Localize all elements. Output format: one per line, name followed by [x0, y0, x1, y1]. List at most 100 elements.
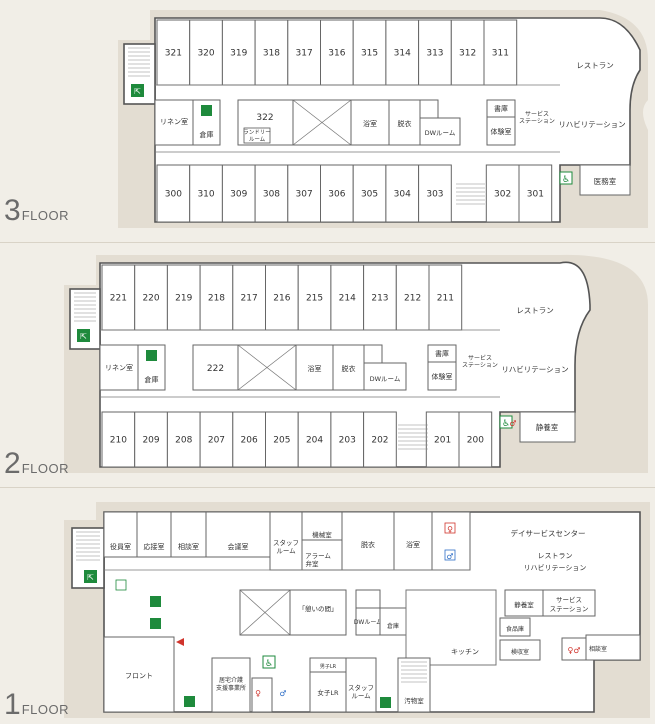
floor-2-room-218-box [199, 264, 234, 331]
floor-3-label: 3FLOOR [4, 194, 69, 227]
floor-2-label: 2FLOOR [4, 447, 69, 480]
exit-sign-icon [131, 84, 144, 97]
floor-3-room-317: 317 [296, 49, 313, 59]
floor-3-dw-label: DWルーム [425, 129, 456, 137]
svg-text:♀: ♀ [447, 525, 453, 534]
floor-1-dirty-label: 汚物室 [404, 696, 424, 705]
floor-1-consult-label: 相談室 [178, 542, 199, 551]
floor-3-laundry-label-2: ルーム [249, 136, 266, 143]
floor-3-room-321: 321 [165, 49, 182, 59]
womens-toilet-icon [444, 522, 456, 534]
svg-text:♿: ♿ [502, 419, 510, 429]
floor-1-meeting-label: 会議室 [228, 542, 249, 551]
floor-3-room-303: 303 [426, 190, 443, 200]
floor-1-section: ⇱ 役員室 応接室 相談室 会議室 スタッフ ルーム 機械室 アラーム 弁室 脱… [0, 490, 655, 720]
floor-2-room-205-box [265, 411, 299, 468]
floor-3-room-310-box [189, 164, 223, 223]
floor-3-room-308-box [254, 164, 289, 223]
exit-sign-icon [77, 329, 90, 342]
floor-3-dressing-label: 脱衣 [398, 119, 412, 128]
floor-2-storage-label: 倉庫 [145, 375, 159, 384]
floor-2-room-207: 207 [208, 436, 225, 446]
info-icon [150, 618, 161, 629]
floor-3-service-label-2: ステーション [519, 118, 555, 125]
floor-1-dressing-label: 脱衣 [361, 540, 375, 549]
floor-1-care-label-1: 居宅介護 [219, 676, 243, 684]
svg-text:♿: ♿ [265, 659, 273, 669]
floor-2-room-219: 219 [175, 294, 192, 304]
floor-1-bath-label: 浴室 [406, 540, 420, 549]
floor-2-room-200-box [458, 411, 493, 468]
svg-text:⇱: ⇱ [134, 87, 141, 96]
floor-1-service-label-2: ステーション [550, 605, 589, 613]
floor-3-room-314: 314 [394, 49, 411, 59]
floor-2-room-220: 220 [142, 294, 159, 304]
floor-1-officers-label: 役員室 [110, 542, 131, 551]
floor-1-machine-label: 機械室 [312, 530, 332, 539]
phone-icon [115, 579, 127, 591]
floor-2-room-214: 214 [339, 294, 356, 304]
floor-3-restaurant-label: レストラン [576, 61, 614, 70]
floor-3-room-313: 313 [426, 49, 443, 59]
elevator-icon [150, 596, 161, 607]
floor-3-room-301-box [518, 164, 553, 223]
floor-1-staff-b-label-1: スタッフ [348, 683, 374, 692]
floor-1-dw-label: DWルーム [354, 619, 382, 626]
floor-1-staff-label-1: スタッフ [273, 538, 299, 547]
floor-1-consult2-label: 相談室 [589, 645, 607, 653]
floor-3-room-306: 306 [328, 190, 345, 200]
floor-1-reception-label: 応接室 [144, 542, 165, 551]
floor-3-room-314-box [385, 19, 420, 86]
svg-text:⇱: ⇱ [87, 573, 94, 582]
floor-3-room-315: 315 [361, 49, 378, 59]
floor-2-room-201: 201 [434, 436, 451, 446]
floor-2-room-217: 217 [241, 294, 258, 304]
floor-2-room-211-box [428, 264, 463, 331]
exit-sign-icon [84, 570, 97, 583]
floor-1-staff-b-label-2: ルーム [351, 692, 371, 700]
floor-3-room-319: 319 [230, 49, 247, 59]
floor-3-room-310: 310 [197, 190, 214, 200]
floor-1-restaurant-label: レストラン [538, 552, 573, 560]
floor-1-label: 1FLOOR [4, 688, 69, 721]
floor-3-room-315-box [352, 19, 387, 86]
floor-3-room-304-box [385, 164, 420, 223]
floor-2-room-205: 205 [273, 436, 290, 446]
floor-3-medical-label: 医務室 [594, 176, 617, 186]
floor-3-room-312-box [450, 19, 485, 86]
floor-1-storage-label: 倉庫 [387, 622, 399, 630]
floor-2-experience-label: 体験室 [432, 372, 453, 381]
floor-3-room-304: 304 [394, 190, 411, 200]
floor-2-room-210: 210 [110, 436, 127, 446]
floor-2-room-209: 209 [142, 436, 159, 446]
floor-2-room-221: 221 [110, 294, 127, 304]
floor-2-room-212: 212 [404, 294, 421, 304]
exit-sign-icon [380, 697, 391, 708]
floor-2-room-206-box [232, 411, 267, 468]
floor-2-room-214-box [330, 264, 365, 331]
floor-2-room-202: 202 [371, 436, 388, 446]
floor-1-rest-label: 静養室 [514, 600, 534, 609]
floor-1-dayservice-label: デイサービスセンター [511, 528, 586, 538]
floor-1-food-label: 食品庫 [506, 625, 524, 633]
floor-3-linen-label: リネン室 [160, 117, 188, 126]
toilet-icon: ♀♂ [567, 646, 580, 655]
floor-3-books-label: 書庫 [494, 104, 508, 113]
floor-3-room-309-box [221, 164, 256, 223]
floor-2-dw-label: DWルーム [370, 375, 401, 383]
accessible-toilet-icon [499, 415, 513, 429]
elevator-icon [146, 350, 157, 361]
floor-3-service-label-1: サービス [525, 110, 549, 118]
floor-3-room-311-box [483, 19, 518, 86]
floor-3-room-300: 300 [165, 190, 182, 200]
floor-1-front-label: フロント [125, 672, 153, 680]
floor-2-room-213-box [363, 264, 397, 331]
floor-3-room-308: 308 [263, 190, 280, 200]
floor-3-room-309: 309 [230, 190, 247, 200]
floor-3-room-311: 311 [492, 49, 509, 59]
floor-3-room-322: 322 [256, 113, 273, 123]
toilet-icon: ♂ [509, 419, 516, 428]
floor-2-room-208: 208 [175, 436, 192, 446]
